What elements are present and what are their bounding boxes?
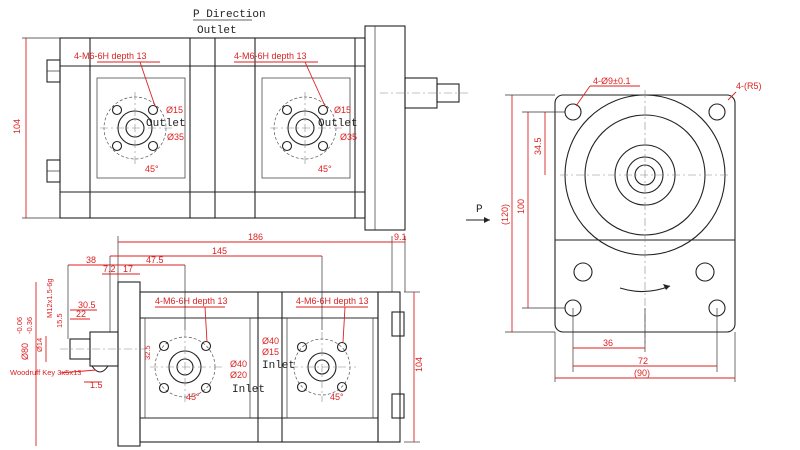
end-view: P 4-Ø9±0.1 4-(R5) (120) 100 34.5	[466, 76, 762, 382]
pilot-dia-label: Ø80	[20, 343, 30, 360]
port2-d2: Ø35	[340, 132, 357, 142]
holes-label: 4-Ø9±0.1	[593, 76, 630, 86]
top-height-label: 104	[12, 119, 22, 134]
dim-7-2-label: 7.2	[103, 264, 116, 274]
b-port2-thread-label: 4-M6-6H depth 13	[296, 296, 369, 306]
dim-120-label: (120)	[500, 204, 510, 225]
port2-angle: 45°	[318, 164, 332, 174]
dim-47-5-label: 47.5	[146, 255, 164, 265]
b-port1-thread-label: 4-M6-6H depth 13	[155, 296, 228, 306]
port1-label: Outlet	[146, 118, 186, 130]
b-port2-thread-hole	[296, 381, 308, 393]
mount-hole	[564, 103, 582, 121]
port2-thread-hole	[281, 104, 293, 116]
key-label: Woodruff Key 3x5x13	[10, 368, 81, 377]
bottom-height-label: 104	[414, 357, 424, 372]
locating-boss	[573, 262, 593, 282]
dim-145-label: 145	[212, 246, 227, 256]
b-port1-label: Inlet	[232, 384, 265, 396]
b-port2-pad	[286, 317, 374, 419]
pilot-tol-lower: -0.36	[25, 317, 34, 334]
port1-thread-label: 4-M6-6H depth 13	[74, 51, 147, 61]
leader	[727, 91, 737, 101]
dim-38-label: 38	[86, 255, 96, 265]
port2-pad	[261, 77, 351, 179]
dim-17-label: 17	[123, 264, 133, 274]
leader	[204, 306, 208, 343]
b-port1-angle: 45°	[186, 392, 200, 402]
b-port2-label: Inlet	[262, 360, 295, 372]
dim-186-label: 186	[248, 232, 263, 242]
rear-bolt	[391, 393, 405, 419]
b-port2-d1: Ø40	[262, 336, 279, 346]
dim-36-label: 36	[603, 338, 613, 348]
mount-hole	[708, 103, 726, 121]
thread-shaft-label: M12x1.5-6g	[45, 278, 54, 318]
pilot-tol-upper: -0.06	[15, 317, 24, 334]
b-port2-thread-hole	[336, 341, 348, 353]
direction-label: P	[476, 204, 483, 216]
port1-thread-hole	[147, 140, 159, 152]
port2-thread-hole	[281, 140, 293, 152]
woodruff-key	[91, 365, 109, 373]
b-port1-d2: Ø20	[230, 370, 247, 380]
b-port1-thread-hole	[158, 340, 170, 352]
dim-100-label: 100	[516, 199, 526, 214]
dim-72-label: 72	[638, 356, 648, 366]
port2-thread-hole	[317, 104, 329, 116]
dim-22-label: 22	[76, 309, 86, 319]
mounting-flange	[364, 25, 406, 231]
port1-d1: Ø15	[166, 105, 183, 115]
bottom-view: 4-M6-6H depth 13 Ø40 Ø20 Inlet 45° 4-M6-…	[10, 232, 424, 447]
dim-30-5-label: 30.5	[78, 300, 96, 310]
dim-34-5-label: 34.5	[533, 137, 543, 155]
rear-bolt	[391, 311, 405, 337]
b-port2-thread-hole	[336, 381, 348, 393]
bottom-shaft-nut	[69, 338, 91, 360]
dim-15-5-label: 15.5	[55, 313, 64, 328]
port1-d2: Ø35	[167, 132, 184, 142]
top-view: P Direction Outlet	[12, 9, 470, 231]
b-port2-d2: Ø15	[262, 347, 279, 357]
b-port1-thread-hole	[200, 382, 212, 394]
port2-thread-hole	[317, 140, 329, 152]
dim-90-label: (90)	[634, 368, 650, 378]
b-port2-angle: 45°	[330, 392, 344, 402]
rotation-arrow-head	[663, 284, 670, 290]
port2-label: Outlet	[318, 118, 358, 130]
radius-label: 4-(R5)	[736, 81, 762, 91]
dim-32-5-label: 32.5	[143, 345, 152, 360]
b-port2-thread-hole	[296, 341, 308, 353]
b-port1-d1: Ø40	[230, 359, 247, 369]
port2-d1: Ø15	[334, 105, 351, 115]
port2-thread-label: 4-M6-6H depth 13	[234, 51, 307, 61]
port1-pad	[96, 77, 186, 179]
port1-thread-hole	[147, 104, 159, 116]
locating-boss	[695, 262, 715, 282]
leader	[304, 61, 326, 107]
dim-1-5-label: 1.5	[90, 380, 103, 390]
dim-9-1-label: 9.1	[394, 232, 407, 242]
leader	[342, 306, 346, 343]
shaft-dia-label: Ø14	[35, 338, 44, 352]
arrow-head	[484, 217, 490, 223]
leader	[59, 369, 97, 374]
bottom-flange	[117, 281, 141, 447]
top-view-title: P Direction	[193, 9, 266, 21]
leader	[575, 85, 591, 107]
b-port1-thread-hole	[200, 340, 212, 352]
b-port1-pad	[144, 317, 251, 419]
top-view-subtitle: Outlet	[197, 25, 237, 37]
b-port1-thread-hole	[158, 382, 170, 394]
port1-thread-hole	[111, 140, 123, 152]
rear-cap	[377, 291, 401, 443]
leader	[139, 61, 156, 107]
port1-thread-hole	[111, 104, 123, 116]
shaft-nut	[436, 83, 460, 103]
port1-angle: 45°	[145, 164, 159, 174]
